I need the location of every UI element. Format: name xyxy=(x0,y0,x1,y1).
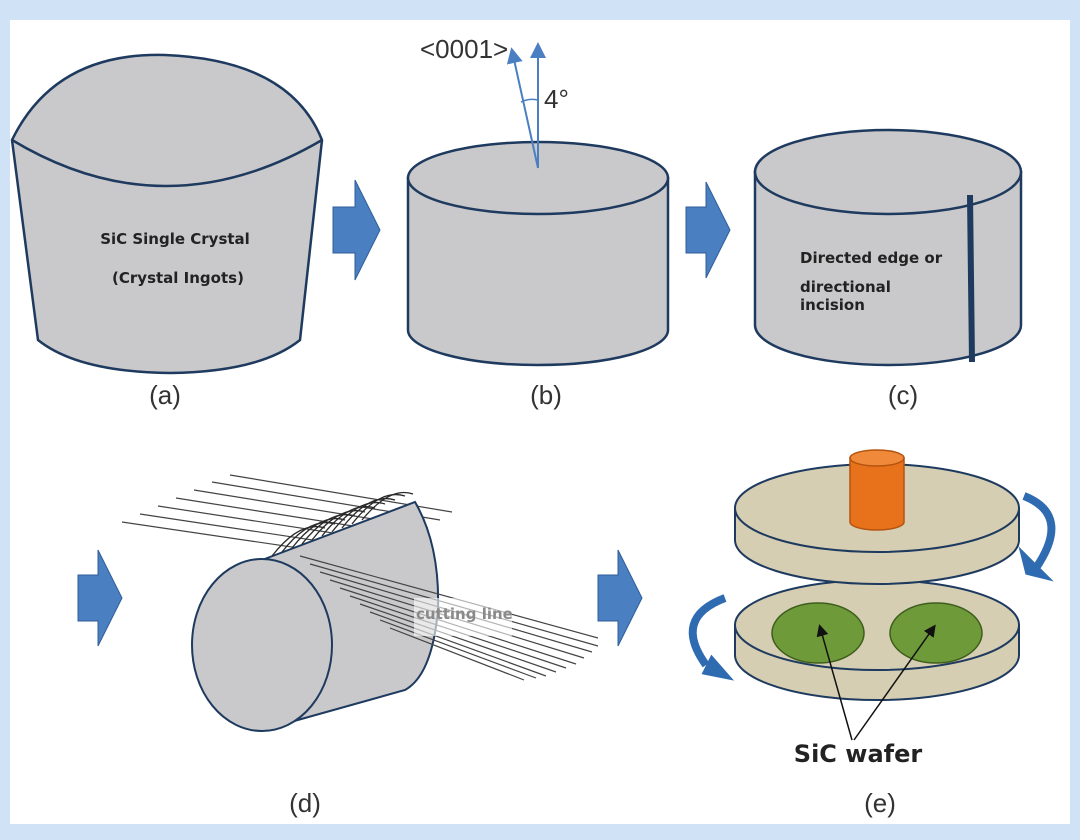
flat-label-1: Directed edge or xyxy=(800,249,943,267)
step-b-label: (b) xyxy=(530,380,562,410)
wafer-slices xyxy=(271,491,414,557)
step-d-label: (d) xyxy=(289,788,321,818)
cutting-line-label: cutting line xyxy=(416,605,513,623)
flat-label-2: directional xyxy=(800,278,891,296)
step-a-ingot: SiC Single Crystal (Crystal Ingots) (a) xyxy=(10,53,324,410)
orientation-flat xyxy=(967,194,975,363)
flat-label-3: incision xyxy=(800,296,865,314)
axis-label: <0001> xyxy=(420,34,508,64)
sic-wafer-right xyxy=(889,602,983,664)
step-e-polishing: SiC wafer (e) xyxy=(688,449,1056,818)
step-b-cylinder: <0001> 4° (b) xyxy=(406,34,670,410)
ingot-sublabel: (Crystal Ingots) xyxy=(112,269,244,287)
step-e-label: (e) xyxy=(864,788,896,818)
ingot-label: SiC Single Crystal xyxy=(100,230,250,248)
angle-label: 4° xyxy=(544,84,569,114)
step-c-cylinder: Directed edge or directional incision (c… xyxy=(753,128,1023,410)
flow-arrow-icon xyxy=(597,549,643,647)
flow-arrow-icon xyxy=(332,179,381,281)
step-a-label: (a) xyxy=(149,380,181,410)
flow-arrow-icon xyxy=(77,549,123,647)
rotation-arrow-icon xyxy=(688,594,727,668)
rotation-arrow-icon xyxy=(1022,492,1056,571)
sic-wafer-label: SiC wafer xyxy=(794,740,923,768)
step-d-slicing: cutting line (d) xyxy=(121,474,599,818)
sic-wafer-left xyxy=(771,602,865,664)
spindle-shaft xyxy=(849,457,905,531)
flow-arrow-icon xyxy=(685,181,731,279)
step-c-label: (c) xyxy=(888,380,918,410)
